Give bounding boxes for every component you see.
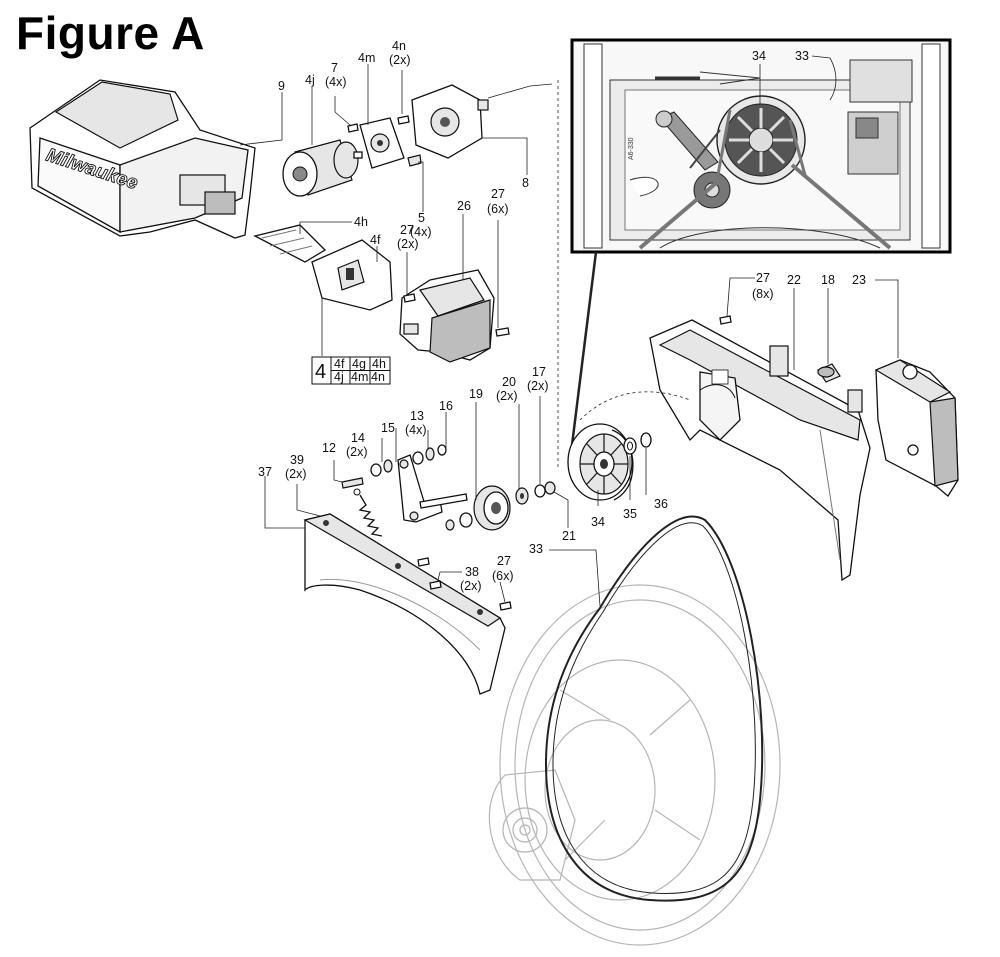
callout-labels: 9 4j 7 (4x) 4m 4n (2x) 8 5 (4x) 4h 4f 27… <box>258 39 866 593</box>
kit-cell-4h: 4h <box>372 357 386 371</box>
label-8: 8 <box>522 176 529 190</box>
kit-cell-4j: 4j <box>334 370 344 384</box>
part-33-drive-belt <box>544 515 764 902</box>
label-27b-qty: (6x) <box>487 202 509 216</box>
label-12: 12 <box>322 441 336 455</box>
bearings-washers-20-17-21 <box>445 481 556 531</box>
label-21: 21 <box>562 529 576 543</box>
label-17-qty: (2x) <box>527 379 549 393</box>
label-34: 34 <box>591 515 605 529</box>
label-4h: 4h <box>354 215 368 229</box>
inset-view: A6-330 34 33 <box>570 38 952 254</box>
inset-part-label: A6-330 <box>628 137 635 160</box>
label-18: 18 <box>821 273 835 287</box>
label-4j: 4j <box>305 73 315 87</box>
label-15: 15 <box>381 421 395 435</box>
label-26: 26 <box>457 199 471 213</box>
inset-connector-line <box>570 251 598 446</box>
screw-27-lower <box>499 601 512 611</box>
label-14: 14 <box>351 431 365 445</box>
label-14-qty: (2x) <box>346 445 368 459</box>
label-5-qty: (4x) <box>410 225 432 239</box>
label-4n: 4n <box>392 39 406 53</box>
part-37-chute-plate <box>303 513 506 695</box>
label-37: 37 <box>258 465 272 479</box>
part-19-idler-pulley <box>473 485 511 531</box>
label-20: 20 <box>502 375 516 389</box>
label-7-qty: (4x) <box>325 75 347 89</box>
part-4j-motor <box>282 139 363 197</box>
screws-27 <box>403 293 732 337</box>
part-15-tension-arm <box>397 454 468 523</box>
label-17: 17 <box>532 365 546 379</box>
leader-lines <box>239 64 899 607</box>
label-4n-qty: (2x) <box>389 53 411 67</box>
part-4f-controller <box>311 239 393 311</box>
label-27c-qty: (8x) <box>752 287 774 301</box>
label-19: 19 <box>469 387 483 401</box>
label-4m: 4m <box>358 51 375 65</box>
label-4f: 4f <box>370 233 381 247</box>
kit-cell-4g: 4g <box>352 357 366 371</box>
label-23: 23 <box>852 273 866 287</box>
label-13-qty: (4x) <box>405 423 427 437</box>
part-22-frame <box>649 319 871 582</box>
label-27d: 27 <box>497 554 511 568</box>
inset-label-33: 33 <box>795 49 809 63</box>
kit-cell-4m: 4m <box>351 370 368 384</box>
part-4m-plate <box>359 117 405 169</box>
part-34-pulley <box>567 423 634 501</box>
label-39-qty: (2x) <box>285 467 307 481</box>
figure-title: Figure A <box>16 7 205 59</box>
label-27c: 27 <box>756 271 770 285</box>
label-27b: 27 <box>491 187 505 201</box>
label-39: 39 <box>290 453 304 467</box>
part-26-cover <box>399 269 495 363</box>
label-27a-qty: (2x) <box>397 237 419 251</box>
kit-cell-4n: 4n <box>371 370 385 384</box>
label-33: 33 <box>529 542 543 556</box>
kit-cell-4f: 4f <box>334 357 345 371</box>
part-36-clip <box>640 432 652 448</box>
label-22: 22 <box>787 273 801 287</box>
part-35-washer <box>623 437 637 455</box>
screw-39 <box>341 477 364 489</box>
label-27a: 27 <box>400 223 414 237</box>
label-9: 9 <box>278 79 285 93</box>
inset-label-34: 34 <box>752 49 766 63</box>
part-8-gearbox <box>411 84 489 159</box>
ghost-wheel <box>488 584 781 946</box>
part-4h-circuit-board <box>253 224 327 263</box>
part-12-spring <box>353 488 383 537</box>
kit-4-reference-box: 4 4f 4g 4h 4j 4m 4n <box>311 356 391 385</box>
label-38: 38 <box>465 565 479 579</box>
label-13: 13 <box>410 409 424 423</box>
label-27d-qty: (6x) <box>492 569 514 583</box>
kit-main-label: 4 <box>315 361 326 383</box>
part-18-bushing <box>817 363 841 383</box>
parts-13-14-16-washers <box>370 444 447 477</box>
part-9-battery-housing: Milwaukee <box>29 79 256 239</box>
label-7: 7 <box>331 61 338 75</box>
label-35: 35 <box>623 507 637 521</box>
part-23-side-cover <box>874 359 959 497</box>
screws-7-4n-5 <box>347 115 422 167</box>
label-36: 36 <box>654 497 668 511</box>
screws-38 <box>417 557 442 590</box>
label-20-qty: (2x) <box>496 389 518 403</box>
label-5: 5 <box>418 211 425 225</box>
label-16: 16 <box>439 399 453 413</box>
label-38-qty: (2x) <box>460 579 482 593</box>
